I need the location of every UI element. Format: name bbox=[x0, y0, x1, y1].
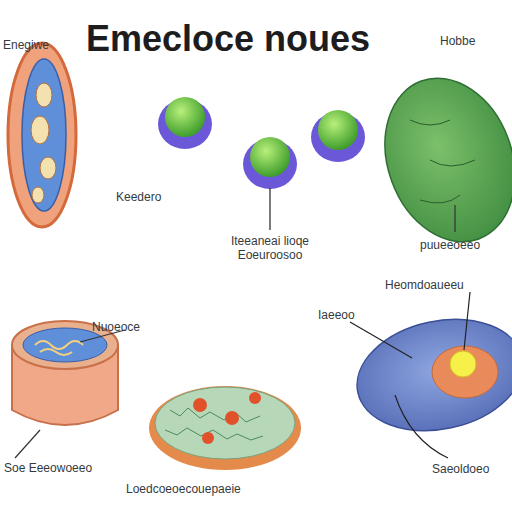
tissue-dish bbox=[149, 386, 301, 470]
part-label: Iaeeoo bbox=[318, 308, 355, 322]
vesicle-spheres bbox=[158, 97, 365, 230]
oval-cell bbox=[8, 43, 76, 227]
part-label: Keedero bbox=[116, 190, 161, 204]
diagram-title: Emecloce noues bbox=[86, 18, 370, 60]
part-label: Enegiwe bbox=[3, 38, 49, 52]
part-label: Heomdoaueeu bbox=[385, 278, 464, 292]
part-label: Iteeaneai lioqe Eoeuroosoo bbox=[205, 234, 335, 263]
part-label: Loedcoeoecouepaeie bbox=[126, 482, 241, 496]
part-label: Hobbe bbox=[440, 34, 475, 48]
part-label: Soe Eeeowoeeo bbox=[4, 461, 92, 475]
part-label: Nuoeoce bbox=[92, 320, 140, 334]
blue-cell bbox=[347, 292, 512, 458]
part-label: Saeoldoeo bbox=[432, 462, 489, 476]
part-label: puueeoeeo bbox=[420, 238, 480, 252]
cell-dish bbox=[12, 321, 125, 458]
chloroplast bbox=[363, 60, 512, 260]
